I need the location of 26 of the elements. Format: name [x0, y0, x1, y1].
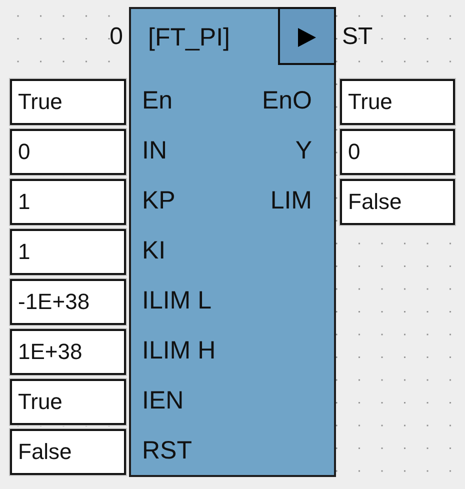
pin-label: RST: [142, 438, 192, 464]
value-field: 1: [10, 179, 126, 225]
pin-label: IN: [142, 138, 167, 164]
pin-label: LIM: [270, 188, 312, 214]
value-field: False: [10, 429, 126, 475]
pin-label: EnO: [262, 88, 312, 114]
pin-label: ILIM H: [142, 338, 216, 364]
value-field: 1: [10, 229, 126, 275]
function-block: [129, 7, 336, 477]
value-field: True: [340, 79, 455, 125]
pin-label: KP: [142, 188, 176, 214]
value-field: 0: [10, 129, 126, 175]
value-field: 0: [340, 129, 455, 175]
value-field: True: [10, 379, 126, 425]
block-title: [FT_PI]: [148, 26, 230, 50]
value-field: False: [340, 179, 455, 225]
pin-label: Y: [295, 138, 312, 164]
block-number: 0: [110, 25, 123, 49]
value-field: 1E+38: [10, 329, 126, 375]
pin-label: ILIM L: [142, 288, 212, 314]
status-label: ST: [342, 25, 373, 49]
value-field: -1E+38: [10, 279, 126, 325]
pin-label: KI: [142, 238, 166, 264]
pin-label: En: [142, 88, 173, 114]
value-field: True: [10, 79, 126, 125]
pin-label: IEN: [142, 388, 184, 414]
